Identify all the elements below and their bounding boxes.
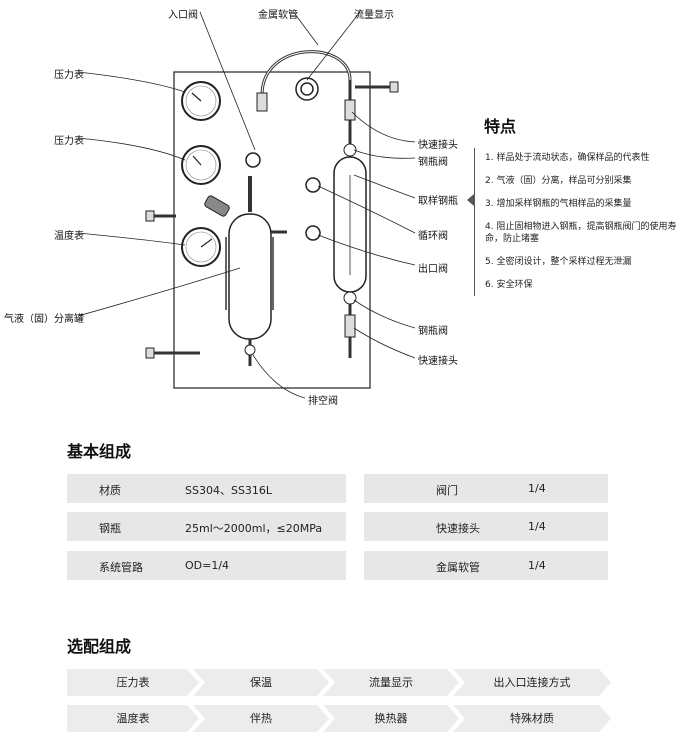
table-row: 阀门 1/4 (364, 474, 608, 503)
pressure-gauge-2-icon (181, 145, 221, 185)
label-cylinder-valve-top: 钢瓶阀 (418, 157, 448, 168)
table-row: 快速接头 1/4 (364, 512, 608, 541)
circulation-valve-icon (305, 177, 321, 193)
separator-tank-icon (204, 176, 274, 366)
table-row: 系统管路 OD=1/4 (67, 551, 346, 580)
row-name: 钢瓶 (99, 522, 121, 535)
sampling-cylinder-icon (333, 80, 367, 358)
features-list: 1. 样品处于流动状态，确保样品的代表性 2. 气液（固）分离，样品可分别采集 … (474, 148, 680, 296)
outlet-valve-icon (305, 225, 321, 241)
label-pressure-gauge-1: 压力表 (54, 70, 84, 81)
features-pointer-icon (467, 194, 474, 206)
optional-item: 保温 (193, 669, 329, 696)
label-metal-hose: 金属软管 (258, 10, 298, 21)
flow-display-icon (295, 77, 319, 101)
label-outlet-valve: 出口阀 (418, 264, 448, 275)
row-name: 材质 (99, 484, 121, 497)
label-flow-display: 流量显示 (354, 10, 394, 21)
label-inlet-valve: 入口阀 (168, 10, 198, 21)
table-row: 金属软管 1/4 (364, 551, 608, 580)
optional-item: 压力表 (67, 669, 199, 696)
row-name: 阀门 (436, 484, 458, 497)
sampling-system-diagram (77, 11, 416, 399)
label-cylinder-valve-bottom: 钢瓶阀 (418, 326, 448, 337)
row-value: 25ml～2000ml，≤20MPa (185, 522, 323, 535)
optional-composition-title: 选配组成 (67, 637, 132, 656)
label-vent-valve: 排空阀 (308, 396, 338, 407)
feature-item: 4. 阻止固相物进入钢瓶，提高钢瓶阀门的使用寿命，防止堵塞 (485, 222, 677, 244)
optional-item: 特殊材质 (453, 705, 611, 732)
feature-item: 6. 安全环保 (485, 280, 533, 290)
table-row: 材质 SS304、SS316L (67, 474, 346, 503)
label-sampling-cylinder: 取样钢瓶 (418, 196, 458, 207)
row-value: 1/4 (528, 559, 546, 572)
row-name: 金属软管 (436, 561, 480, 574)
row-name: 快速接头 (436, 522, 480, 535)
label-circulation-valve: 循环阀 (418, 231, 448, 242)
row-value: OD=1/4 (185, 559, 230, 572)
feature-item: 1. 样品处于流动状态，确保样品的代表性 (485, 153, 650, 163)
optional-item: 伴热 (193, 705, 329, 732)
label-quick-connect-top: 快速接头 (418, 140, 458, 151)
label-temperature-gauge: 温度表 (54, 231, 84, 242)
optional-item: 出入口连接方式 (453, 669, 611, 696)
row-name: 系统管路 (99, 561, 143, 574)
label-quick-connect-bottom: 快速接头 (418, 356, 458, 367)
label-separator-tank: 气液（固）分离罐 (4, 314, 84, 325)
features-title: 特点 (484, 117, 517, 136)
inlet-valve-icon (245, 152, 261, 168)
row-value: 1/4 (528, 520, 546, 533)
feature-item: 2. 气液（固）分离，样品可分别采集 (485, 176, 632, 186)
pressure-gauge-1-icon (181, 81, 221, 121)
feature-item: 3. 增加采样钢瓶的气相样品的采集量 (485, 199, 632, 209)
optional-item: 流量显示 (323, 669, 459, 696)
label-pressure-gauge-2: 压力表 (54, 136, 84, 147)
feature-item: 5. 全密闭设计，整个采样过程无泄漏 (485, 257, 632, 267)
row-value: 1/4 (528, 482, 546, 495)
basic-composition-title: 基本组成 (67, 442, 132, 461)
temperature-gauge-icon (181, 227, 221, 267)
optional-item: 换热器 (323, 705, 459, 732)
table-row: 钢瓶 25ml～2000ml，≤20MPa (67, 512, 346, 541)
row-value: SS304、SS316L (185, 484, 273, 497)
optional-item: 温度表 (67, 705, 199, 732)
